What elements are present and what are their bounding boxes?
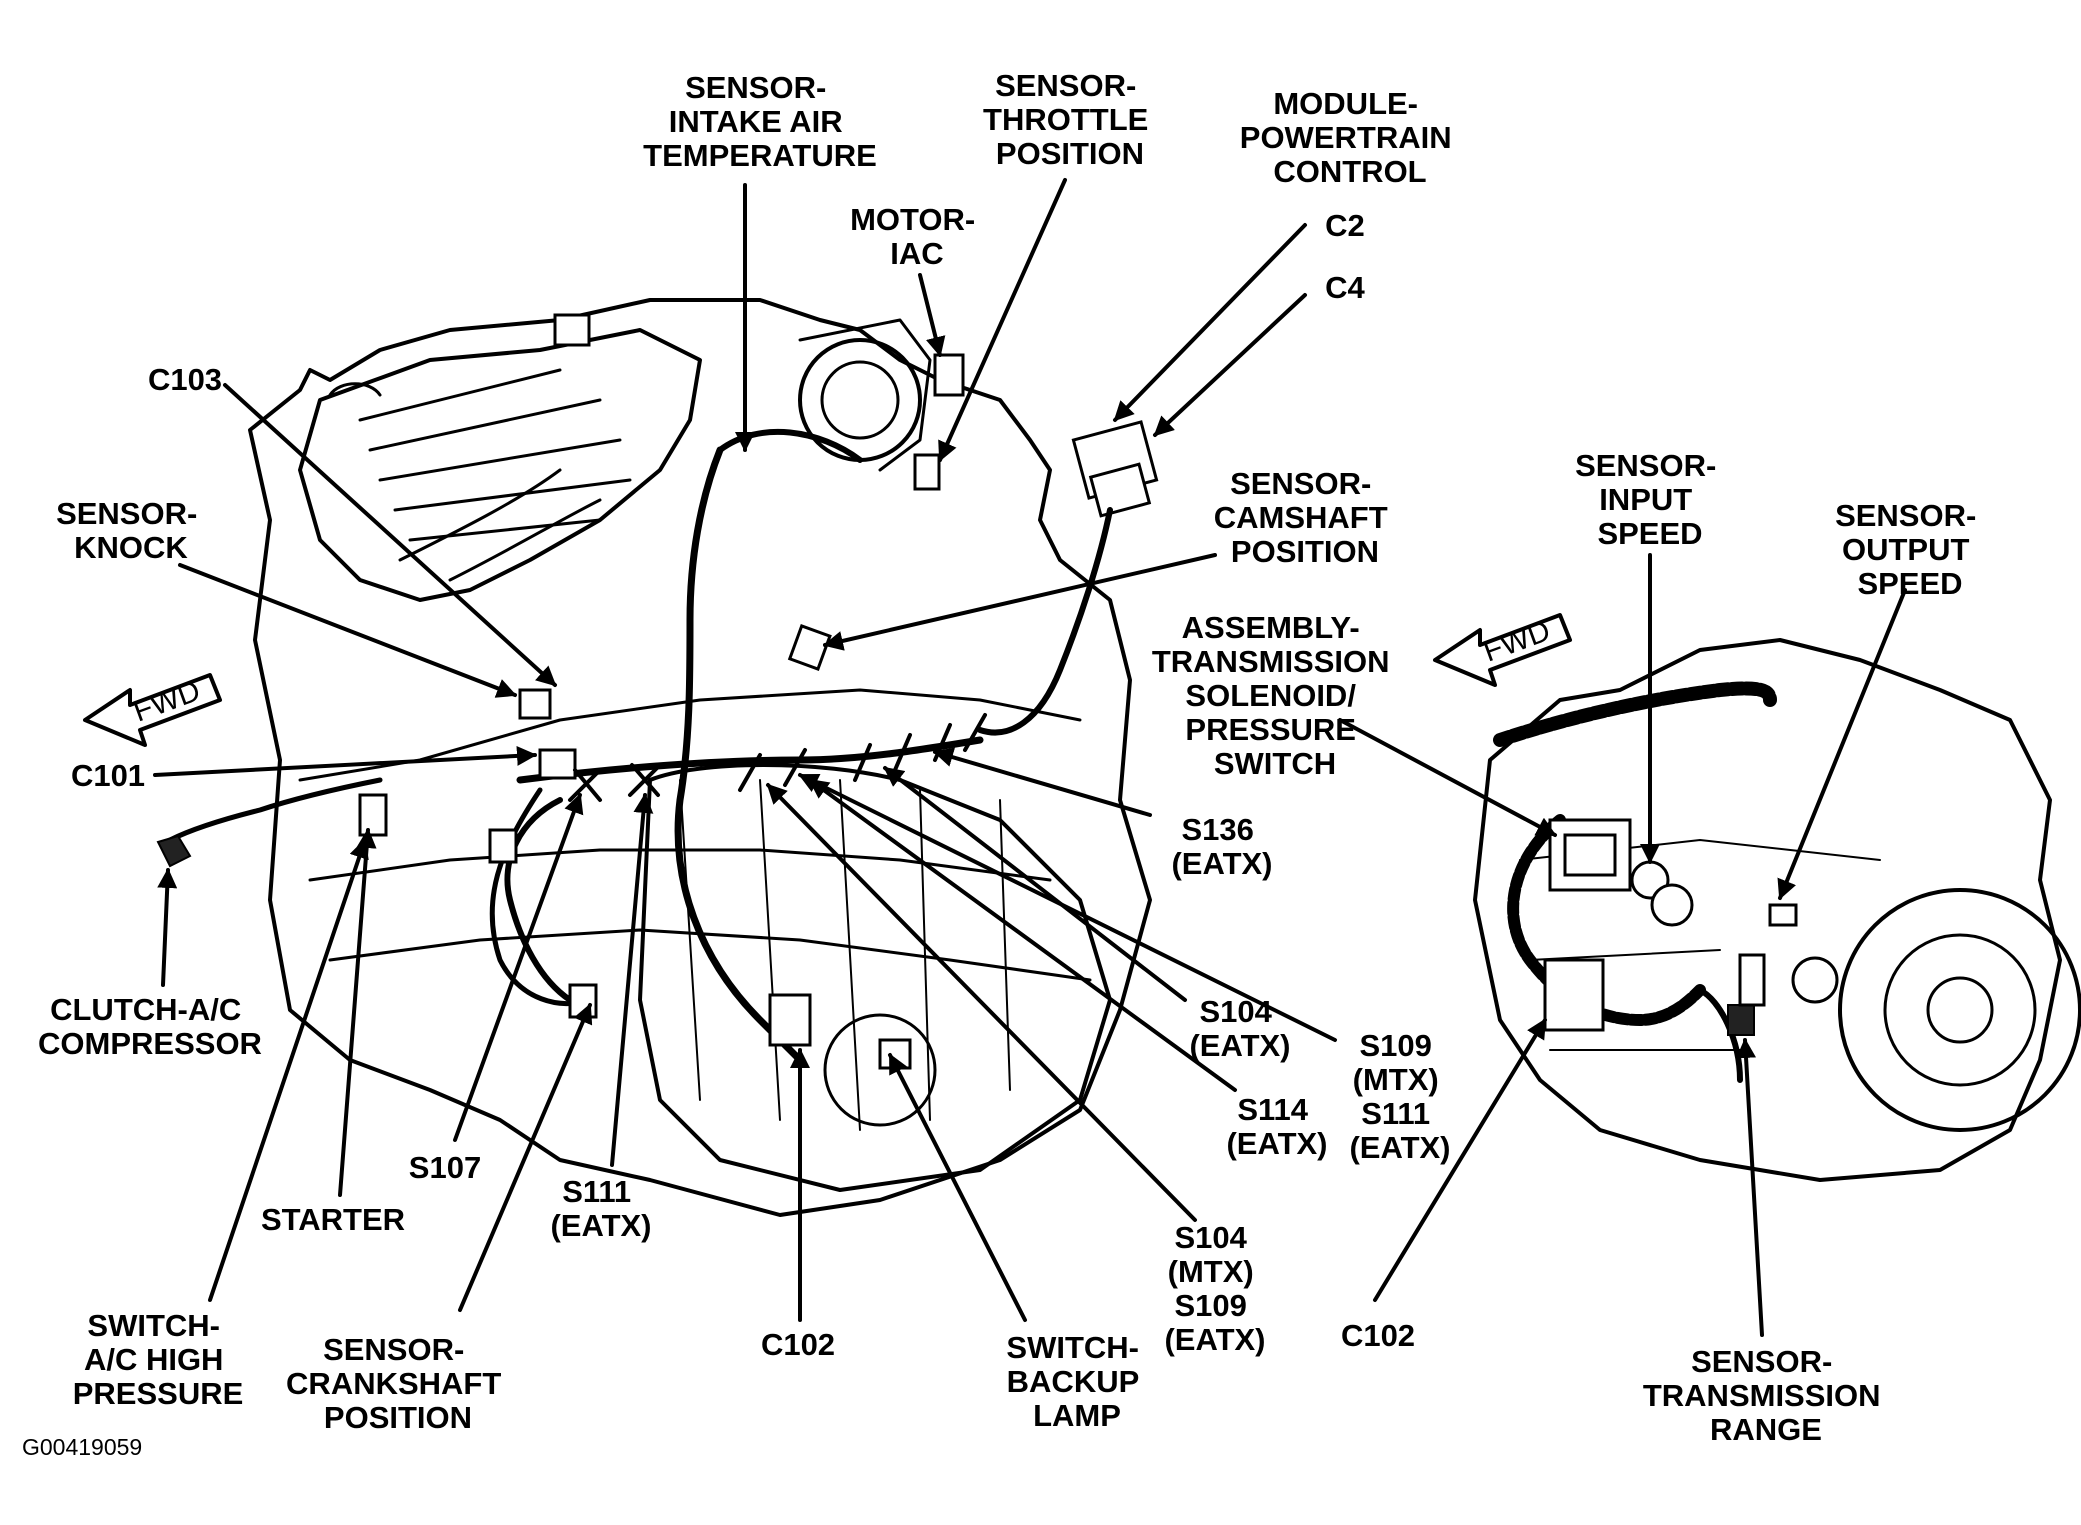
label-c102-left: C102 [761,1327,835,1362]
leader-lines [153,178,1907,1337]
label-motor-iac: MOTOR- IAC [850,202,984,271]
label-s104-eatx: S104 (EATX) [1189,994,1290,1063]
label-clutch-ac-compressor: CLUTCH-A/C COMPRESSOR [38,992,262,1061]
label-c101: C101 [71,758,145,793]
label-sensor-input-speed: SENSOR- INPUT SPEED [1575,448,1725,551]
label-s109-s111: S109 (MTX) S111 (EATX) [1349,1028,1450,1165]
transmission-illustration [1473,638,2081,1182]
label-c103: C103 [148,362,222,397]
label-sensor-output-speed: SENSOR- OUTPUT SPEED [1835,498,1985,601]
label-sensor-camshaft-position: SENSOR- CAMSHAFT POSITION [1214,466,1397,569]
label-sensor-throttle-position: SENSOR- THROTTLE POSITION [983,68,1157,171]
label-s114: S114 (EATX) [1226,1092,1327,1161]
fwd-arrow-left: FWD [83,673,222,747]
label-assembly-transmission-solenoid: ASSEMBLY- TRANSMISSION SOLENOID/ PRESSUR… [1152,610,1398,781]
label-s111-eatx: S111 (EATX) [550,1174,651,1243]
label-c4: C4 [1325,270,1365,305]
label-sensor-transmission-range: SENSOR- TRANSMISSION RANGE [1643,1344,1889,1447]
label-starter: STARTER [261,1202,405,1237]
drawing-code: G00419059 [22,1434,142,1460]
label-s136: S136 (EATX) [1171,812,1272,881]
label-sensor-crankshaft-position: SENSOR- CRANKSHAFT POSITION [286,1332,510,1435]
label-module-powertrain-control: MODULE- POWERTRAIN CONTROL [1240,86,1460,189]
label-switch-backup-lamp: SWITCH- BACKUP LAMP [1006,1330,1147,1433]
label-c102-right: C102 [1341,1318,1415,1353]
label-c2: C2 [1325,208,1365,243]
label-switch-ac-high-pressure: SWITCH- A/C HIGH PRESSURE [73,1308,244,1411]
label-s107: S107 [409,1150,481,1185]
label-sensor-intake-air-temperature: SENSOR- INTAKE AIR TEMPERATURE [643,70,877,173]
label-s104-s109: S104 (MTX) S109 (EATX) [1164,1220,1265,1357]
label-sensor-knock: SENSOR- KNOCK [56,496,206,565]
engine-illustration [156,298,1159,1217]
fwd-arrow-right: FWD [1433,613,1572,687]
